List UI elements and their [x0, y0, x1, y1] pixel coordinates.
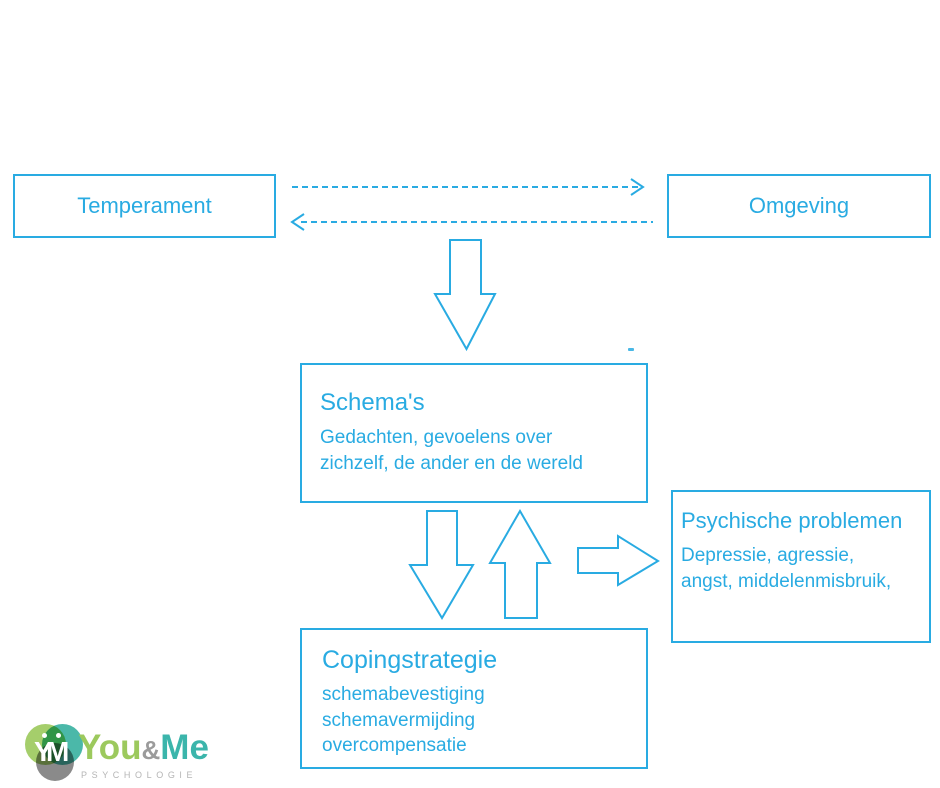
- coping-body-line: schemavermijding: [322, 709, 476, 731]
- dashed-arrow-left: [290, 213, 653, 231]
- box-omgeving: Omgeving: [667, 174, 931, 238]
- logo-circles-icon: Y M: [24, 722, 83, 782]
- schemas-title: Schema's: [320, 389, 425, 416]
- box-psychische-problemen: Psychische problemen Depressie, agressie…: [671, 490, 931, 643]
- schemas-body-line: Gedachten, gevoelens over: [320, 427, 553, 448]
- psychische-title: Psychische problemen: [681, 508, 903, 533]
- logo-wordmark: You&Me PSYCHOLOGIE: [78, 730, 209, 780]
- omgeving-title: Omgeving: [748, 193, 850, 218]
- temperament-title: Temperament: [77, 193, 212, 218]
- block-arrow-right: [577, 534, 660, 587]
- block-arrow-down-small: [408, 510, 475, 620]
- coping-body-line: overcompensatie: [322, 735, 467, 756]
- psychische-body-line: Depressie, agressie,: [681, 545, 855, 566]
- logo-circle-teal: [42, 724, 83, 765]
- schemas-body-line: zichzelf, de ander en de wereld: [320, 452, 583, 474]
- coping-title: Copingstrategie: [322, 646, 498, 674]
- person-head-icon: [56, 733, 61, 738]
- psychische-body-line: angst, middelenmisbruik,: [681, 570, 892, 592]
- logo-word-you: You: [78, 728, 142, 767]
- block-arrow-up: [488, 508, 552, 619]
- logo-ampersand: &: [141, 735, 161, 765]
- logo-subtitle: PSYCHOLOGIE: [81, 770, 198, 780]
- youme-psychologie-logo: Y M You&Me PSYCHOLOGIE: [24, 718, 234, 784]
- block-arrow-down-large: [433, 239, 497, 352]
- stray-mark: [628, 348, 634, 351]
- coping-body-line: schemabevestiging: [322, 684, 485, 705]
- logo-word-me: Me: [160, 728, 209, 767]
- person-head-icon: [42, 733, 47, 738]
- dashed-arrow-right: [292, 178, 645, 196]
- logo-monogram-m: M: [46, 736, 70, 767]
- box-copingstrategie: Copingstrategie schemabevestiging schema…: [300, 628, 648, 769]
- box-temperament: Temperament: [13, 174, 276, 238]
- logo-monogram-y: Y: [34, 736, 53, 767]
- box-schemas: Schema's Gedachten, gevoelens over zichz…: [300, 363, 648, 503]
- dashed-arrows-temperament-omgeving: [290, 178, 653, 231]
